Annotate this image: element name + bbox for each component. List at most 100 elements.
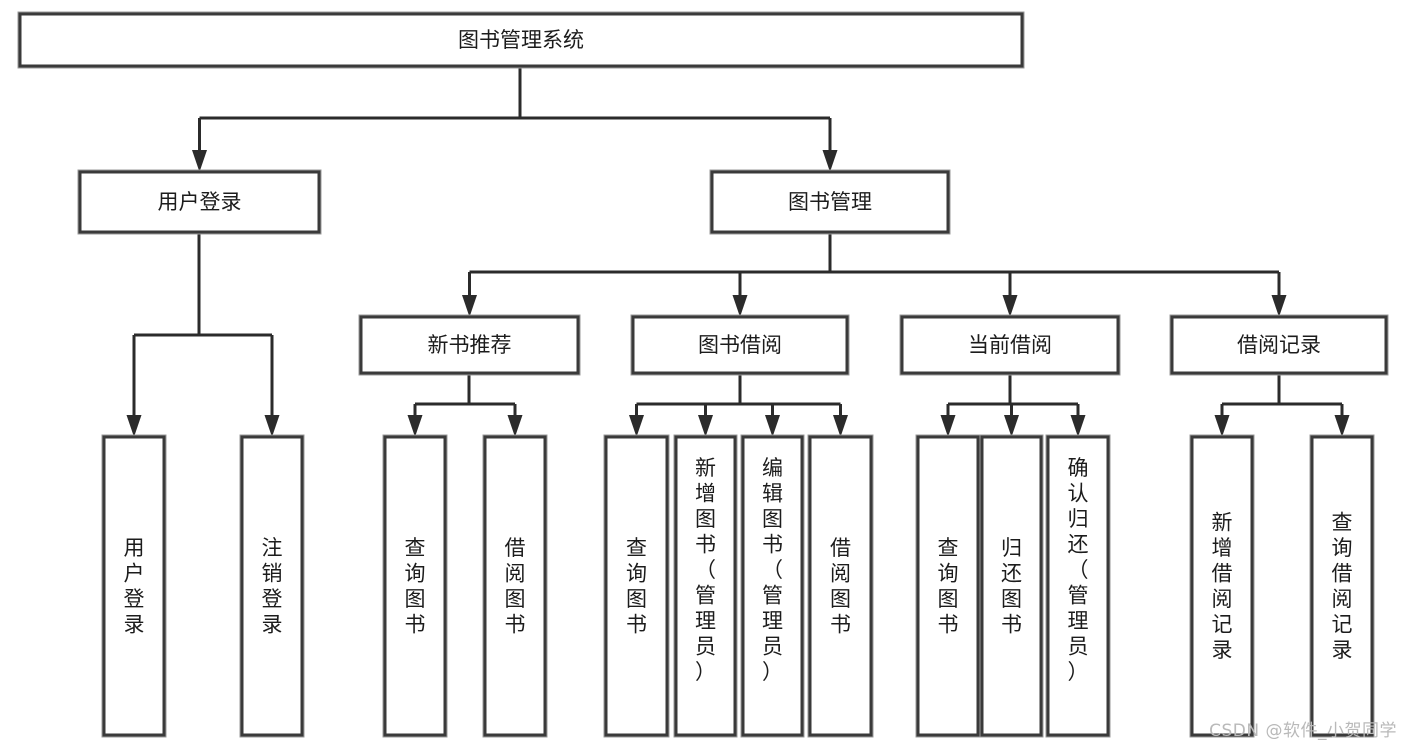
node-label: 查询借阅记录: [1332, 510, 1353, 662]
node-box[interactable]: [1310, 435, 1374, 737]
connector-group-current: [940, 373, 1086, 437]
arrow-head-icon: [698, 415, 713, 437]
node-box-shadow: [1309, 434, 1375, 738]
node-label: 查询图书: [626, 536, 647, 637]
node-leaf11[interactable]: 确认归还（管理员）: [1045, 434, 1111, 738]
node-box[interactable]: [359, 315, 580, 375]
node-leaf1[interactable]: 用户登录: [101, 434, 167, 738]
node-box-shadow: [239, 434, 305, 738]
node-current[interactable]: 当前借阅: [899, 314, 1121, 376]
node-label: 归还图书: [1001, 536, 1022, 637]
node-label: 当前借阅: [968, 333, 1052, 357]
arrow-head-icon: [407, 415, 423, 437]
arrow-head-icon: [629, 415, 644, 437]
node-box-shadow: [1189, 434, 1255, 738]
arrow-head-icon: [507, 415, 523, 437]
arrow-head-icon: [1214, 415, 1230, 437]
node-label: 借阅图书: [830, 536, 851, 637]
arrow-head-icon: [1271, 295, 1287, 317]
node-box-shadow: [899, 314, 1121, 376]
node-label: 新书推荐: [428, 333, 512, 357]
node-box-shadow: [17, 11, 1025, 69]
arrow-head-icon: [765, 415, 780, 437]
arrow-head-icon: [264, 415, 280, 437]
node-box-shadow: [673, 434, 738, 738]
node-box[interactable]: [383, 435, 447, 737]
node-box-shadow: [979, 434, 1044, 738]
node-label: 图书借阅: [698, 333, 782, 357]
node-label: 注销登录: [262, 536, 283, 637]
node-box[interactable]: [78, 170, 321, 234]
node-box[interactable]: [1046, 435, 1110, 737]
arrow-head-icon: [192, 150, 207, 172]
node-box[interactable]: [900, 315, 1120, 375]
node-box-shadow: [101, 434, 167, 738]
node-box[interactable]: [604, 435, 669, 737]
node-box-shadow: [1045, 434, 1111, 738]
node-records[interactable]: 借阅记录: [1169, 314, 1389, 376]
node-label: 借阅图书: [505, 536, 526, 637]
connector-group-records: [1214, 373, 1350, 437]
node-layer: 图书管理系统用户登录图书管理新书推荐图书借阅当前借阅借阅记录用户登录注销登录查询…: [17, 11, 1389, 738]
node-box[interactable]: [1190, 435, 1254, 737]
node-label: 查询图书: [405, 536, 426, 637]
node-root[interactable]: 图书管理系统: [17, 11, 1025, 69]
node-newrec[interactable]: 新书推荐: [358, 314, 581, 376]
node-login[interactable]: 用户登录: [77, 169, 322, 235]
node-leaf5[interactable]: 查询图书: [603, 434, 670, 738]
node-label: 新增借阅记录: [1212, 510, 1233, 662]
node-box[interactable]: [483, 435, 547, 737]
node-box-shadow: [77, 169, 322, 235]
node-box-shadow: [482, 434, 548, 738]
node-box[interactable]: [710, 170, 950, 234]
node-leaf3[interactable]: 查询图书: [382, 434, 448, 738]
node-leaf12[interactable]: 新增借阅记录: [1189, 434, 1255, 738]
node-leaf7[interactable]: 编辑图书（管理员）: [740, 434, 805, 738]
node-box-shadow: [358, 314, 581, 376]
node-box[interactable]: [631, 315, 849, 375]
connector-group-root: [192, 66, 838, 172]
arrow-head-icon: [1004, 415, 1019, 437]
arrow-head-icon: [126, 415, 142, 437]
node-box-shadow: [1169, 314, 1389, 376]
node-box-shadow: [807, 434, 874, 738]
arrow-head-icon: [1002, 295, 1018, 317]
node-box[interactable]: [240, 435, 304, 737]
connector-layer: [126, 66, 1350, 437]
node-leaf13[interactable]: 查询借阅记录: [1309, 434, 1375, 738]
node-leaf6[interactable]: 新增图书（管理员）: [673, 434, 738, 738]
node-leaf2[interactable]: 注销登录: [239, 434, 305, 738]
connector-group-newrec: [407, 373, 523, 437]
node-box[interactable]: [1170, 315, 1388, 375]
node-leaf4[interactable]: 借阅图书: [482, 434, 548, 738]
node-box-shadow: [630, 314, 850, 376]
arrow-head-icon: [462, 295, 477, 317]
node-box[interactable]: [741, 435, 804, 737]
node-box[interactable]: [916, 435, 980, 737]
node-box-shadow: [603, 434, 670, 738]
connector-group-login: [126, 232, 280, 437]
arrow-head-icon: [1334, 415, 1350, 437]
node-leaf8[interactable]: 借阅图书: [807, 434, 874, 738]
node-label: 图书管理系统: [458, 28, 584, 52]
arrow-head-icon: [940, 415, 956, 437]
node-label: 确认归还（管理员）: [1068, 456, 1089, 684]
node-borrow[interactable]: 图书借阅: [630, 314, 850, 376]
node-label: 新增图书（管理员）: [695, 456, 716, 684]
node-box[interactable]: [18, 12, 1024, 68]
node-label: 用户登录: [158, 190, 242, 214]
connector-group-bookmgmt: [462, 232, 1287, 317]
node-box[interactable]: [980, 435, 1043, 737]
node-label: 借阅记录: [1237, 333, 1321, 357]
node-box[interactable]: [808, 435, 873, 737]
node-leaf9[interactable]: 查询图书: [915, 434, 981, 738]
node-box[interactable]: [674, 435, 737, 737]
node-box[interactable]: [102, 435, 166, 737]
arrow-head-icon: [732, 295, 748, 317]
node-leaf10[interactable]: 归还图书: [979, 434, 1044, 738]
node-label: 用户登录: [124, 536, 145, 637]
node-bookmgmt[interactable]: 图书管理: [709, 169, 951, 235]
arrow-head-icon: [822, 150, 838, 172]
